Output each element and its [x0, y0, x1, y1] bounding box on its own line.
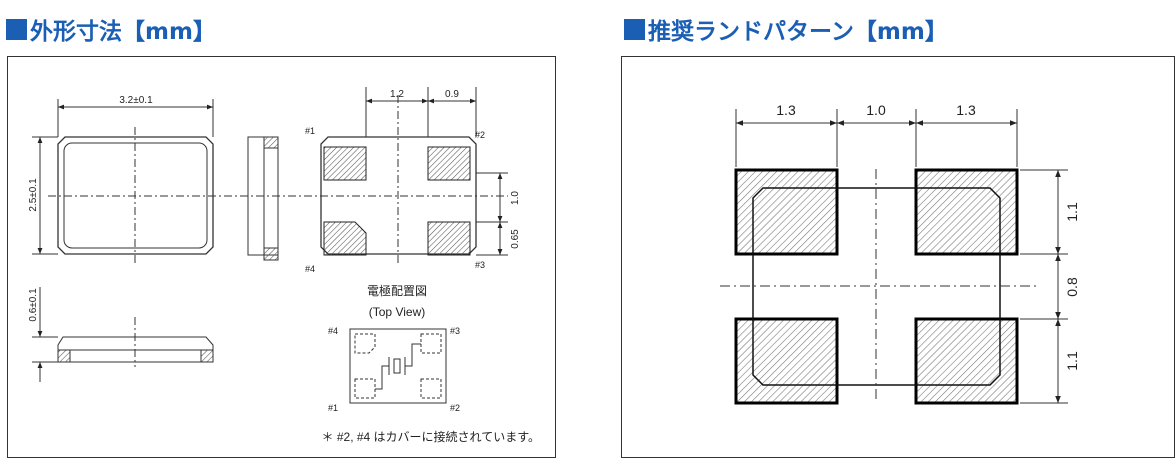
land-pad-top-left — [734, 168, 839, 256]
pin-2-label: #2 — [475, 130, 485, 140]
outline-drawing: 3.2±0.1 2.5±0.1 0.6±0.1 1.2 0.9 1.0 0.65… — [28, 87, 540, 444]
land-pad-bottom-left — [734, 317, 839, 405]
dim-width-label: 3.2±0.1 — [119, 95, 153, 106]
dim-pad-x2-label: 0.9 — [445, 89, 459, 100]
dim-pad-y1-label: 1.0 — [510, 191, 521, 205]
pad-1 — [323, 146, 367, 181]
heading-square-icon — [6, 18, 27, 40]
land-pad-top-right — [914, 168, 1019, 256]
electrode-layout-outline — [349, 328, 447, 404]
land-pattern-panel: 1.3 1.0 1.3 1.1 0.8 1.1 — [621, 56, 1175, 458]
electrode-pin-2-label: #2 — [450, 403, 460, 413]
package-top-outline — [57, 136, 214, 255]
dim-thickness-label: 0.6±0.1 — [28, 288, 39, 322]
package-outline-overlay — [752, 187, 1001, 386]
land-dim-top-right: 1.3 — [956, 102, 976, 118]
package-side-view — [247, 136, 279, 256]
outline-dimensions-panel: 3.2±0.1 2.5±0.1 0.6±0.1 1.2 0.9 1.0 0.65… — [7, 56, 556, 458]
land-dim-right-mid: 0.8 — [1064, 277, 1080, 297]
pin-4-label: #4 — [305, 264, 315, 274]
land-pattern-title: 推奨ランドパターン【mm】 — [648, 19, 948, 45]
outline-dimensions-heading: 外形寸法【mm】 — [6, 14, 216, 45]
land-pad-bottom-right — [914, 317, 1019, 405]
outline-dimensions-title: 外形寸法【mm】 — [30, 19, 216, 45]
land-pattern-drawing: 1.3 1.0 1.3 1.1 0.8 1.1 — [720, 102, 1080, 405]
land-dim-right-top: 1.1 — [1064, 202, 1080, 222]
dim-pad-y2-label: 0.65 — [510, 229, 521, 249]
electrode-pin-1-label: #1 — [328, 403, 338, 413]
electrode-layout-title: 電極配置図 — [367, 283, 427, 298]
land-pattern-heading: 推奨ランドパターン【mm】 — [624, 14, 948, 45]
heading-square-icon — [624, 18, 645, 40]
land-dim-right-bottom: 1.1 — [1064, 351, 1080, 371]
dim-height-label: 2.5±0.1 — [28, 178, 39, 212]
pad-3 — [427, 221, 471, 256]
land-dim-top-left: 1.3 — [776, 102, 796, 118]
pad-4 — [323, 221, 367, 256]
pin-3-label: #3 — [475, 260, 485, 270]
electrode-pin-4-label: #4 — [328, 326, 338, 336]
electrode-layout-view: (Top View) — [369, 305, 425, 319]
crystal-symbol — [393, 358, 401, 374]
footnote: ＊ #2, #4 はカバーに接続されています。 — [322, 429, 540, 444]
pin-1-label: #1 — [305, 126, 315, 136]
pad-2 — [427, 146, 471, 181]
dim-pad-x1-label: 1.2 — [390, 89, 404, 100]
electrode-pin-3-label: #3 — [450, 326, 460, 336]
land-dim-top-mid: 1.0 — [866, 102, 886, 118]
